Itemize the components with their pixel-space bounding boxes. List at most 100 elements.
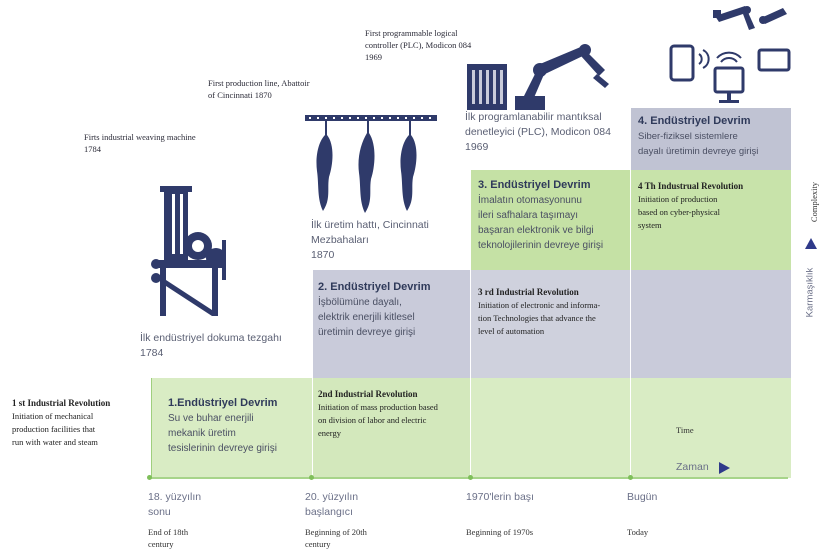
step1-line: tesislerinin devreye girişi — [168, 443, 277, 454]
invention3-tr-line: İlk programlanabilir mantıksal — [465, 111, 602, 123]
time-tr-line: 1970'lerin başı — [466, 491, 534, 503]
time-axis-tr-label: Zaman — [676, 461, 709, 473]
invention2-en: First production line, Abattoir of Cinci… — [208, 77, 368, 101]
arrow-right-icon — [718, 461, 730, 474]
step4-green-cell — [630, 170, 791, 270]
step3-en-line: Initiation of electronic and informa- — [478, 300, 601, 310]
time-axis-en: Time — [676, 425, 694, 435]
divider-1 — [151, 378, 152, 478]
step4-en: 4 Th Industrual Revolution Initiation of… — [638, 180, 788, 232]
time-en-line: century — [305, 539, 331, 549]
invention2-tr: İlk üretim hattı, Cincinnati Mezbahaları… — [311, 218, 471, 263]
plc-robot-icon — [467, 44, 609, 110]
step1-tr: 1.Endüstriyel Devrim Su ve buhar enerjil… — [168, 396, 310, 456]
cyber-physical-devices-icon — [669, 6, 791, 103]
time-en-line: Today — [627, 527, 649, 537]
invention2-tr-line: Mezbahaları — [311, 234, 369, 246]
invention3-en-line: controller (PLC), Modicon 084 — [365, 40, 472, 50]
time-tr-line: başlangıcı — [305, 506, 353, 518]
step2-green-cell — [312, 378, 470, 478]
step4-en-title: 4 Th Industrual Revolution — [638, 181, 744, 191]
time-tr-line: Bugün — [627, 491, 658, 503]
invention1-tr-year: 1784 — [140, 347, 164, 359]
step2-tr: 2. Endüstriyel Devrim İşbölümüne dayalı,… — [318, 280, 468, 340]
step3-line: başaran elektronik ve bilgi — [478, 225, 594, 236]
step1-band — [151, 378, 791, 478]
divider-2 — [312, 270, 313, 478]
invention2-tr-line: İlk üretim hattı, Cincinnati — [311, 219, 429, 231]
invention2-en-line: of Cincinnati 1870 — [208, 90, 272, 100]
invention1-en-year: 1784 — [84, 144, 101, 154]
complexity-tr: Karmaşıklık — [804, 267, 816, 318]
axis-dot — [147, 475, 152, 480]
invention3-en: First programmable logical controller (P… — [365, 27, 525, 63]
invention1-tr-line: İlk endüstriyel dokuma tezgahı — [140, 332, 282, 344]
invention1-en: Firts industrial weaving machine 1784 — [84, 131, 244, 155]
invention3-tr-year: 1969 — [465, 141, 489, 153]
step2-en-line: Initiation of mass production based — [318, 402, 438, 412]
step1-en-line: run with water and steam — [12, 437, 98, 447]
step1-en: 1 st Industrial Revolution Initiation of… — [12, 397, 147, 449]
step3-line: ileri safhalara taşımayı — [478, 210, 579, 221]
step4-en-line: system — [638, 220, 662, 230]
time-axis-tr: Zaman — [676, 460, 731, 475]
step2-en-line: energy — [318, 428, 341, 438]
axis-dot — [628, 475, 633, 480]
step1-title: 1.Endüstriyel Devrim — [168, 397, 278, 409]
step2-title: 2. Endüstriyel Devrim — [318, 281, 431, 293]
invention2-tr-year: 1870 — [311, 249, 335, 261]
step4-en-line: Initiation of production — [638, 194, 718, 204]
step2-en-title: 2nd Industrial Revolution — [318, 389, 418, 399]
time-en-line: Beginning of 1970s — [466, 527, 534, 537]
step3-en-line: tion Technologies that advance the — [478, 313, 596, 323]
time-label: 1970'lerin başı Beginning of 1970s — [466, 490, 616, 538]
axis-dot — [309, 475, 314, 480]
time-en-line: Beginning of 20th — [305, 527, 367, 537]
arrow-up-icon — [805, 238, 817, 249]
weaving-machine-icon — [151, 186, 226, 316]
step3-grey-cell — [470, 270, 630, 378]
step3-tr: 3. Endüstriyel Devrim İmalatın otomasyon… — [478, 178, 628, 253]
step4-tr: 4. Endüstriyel Devrim Siber-fiziksel sis… — [638, 114, 790, 159]
time-tr-line: 18. yüzyılın — [148, 491, 202, 503]
invention3-tr: İlk programlanabilir mantıksal denetleyi… — [465, 110, 630, 155]
invention1-en-line: Firts industrial weaving machine — [84, 132, 196, 142]
step2-en-line: on division of labor and electric — [318, 415, 427, 425]
invention2-en-line: First production line, Abattoir — [208, 78, 310, 88]
step3-en-line: level of automation — [478, 326, 545, 336]
time-tr-line: 20. yüzyılın — [305, 491, 359, 503]
step1-en-line: production facilities that — [12, 424, 96, 434]
complexity-en: Complexity — [809, 181, 819, 223]
step3-line: İmalatın otomasyonunu — [478, 195, 582, 206]
divider-3 — [470, 170, 471, 478]
axis-dot — [468, 475, 473, 480]
invention1-tr: İlk endüstriyel dokuma tezgahı 1784 — [140, 331, 310, 361]
time-en-line: century — [148, 539, 174, 549]
step3-en-title: 3 rd Industrial Revolution — [478, 287, 579, 297]
time-tr-line: sonu — [148, 506, 171, 518]
step3-title: 3. Endüstriyel Devrim — [478, 179, 591, 191]
step3-line: teknolojilerinin devreye girişi — [478, 240, 604, 251]
step4-title: 4. Endüstriyel Devrim — [638, 115, 751, 127]
production-line-icon — [305, 115, 437, 213]
complexity-axis: Complexity Karmaşıklık — [798, 175, 824, 335]
invention3-en-year: 1969 — [365, 52, 382, 62]
step4-band — [630, 108, 791, 170]
invention3-en-line: First programmable logical — [365, 28, 458, 38]
divider-4 — [630, 108, 631, 478]
time-label: Bugün Today — [627, 490, 747, 538]
step2-line: elektrik enerjili kitlesel — [318, 312, 415, 323]
step4-line: dayalı üretimin devreye girişi — [638, 146, 759, 157]
step4-line: Siber-fiziksel sistemlere — [638, 131, 738, 142]
step2-line: üretimin devreye girişi — [318, 327, 416, 338]
invention3-tr-line: denetleyici (PLC), Modicon 084 — [465, 126, 611, 138]
step3-en: 3 rd Industrial Revolution Initiation of… — [478, 286, 628, 338]
step2-line: İşbölümüne dayalı, — [318, 297, 402, 308]
step1-line: Su ve buhar enerjili — [168, 413, 254, 424]
step2-en: 2nd Industrial Revolution Initiation of … — [318, 388, 468, 440]
time-label: 20. yüzyılın başlangıcı Beginning of 20t… — [305, 490, 455, 550]
step1-en-title: 1 st Industrial Revolution — [12, 398, 111, 408]
time-label: 18. yüzyılın sonu End of 18th century — [148, 490, 288, 550]
time-en-line: End of 18th — [148, 527, 189, 537]
step4-en-line: based on cyber-physical — [638, 207, 720, 217]
